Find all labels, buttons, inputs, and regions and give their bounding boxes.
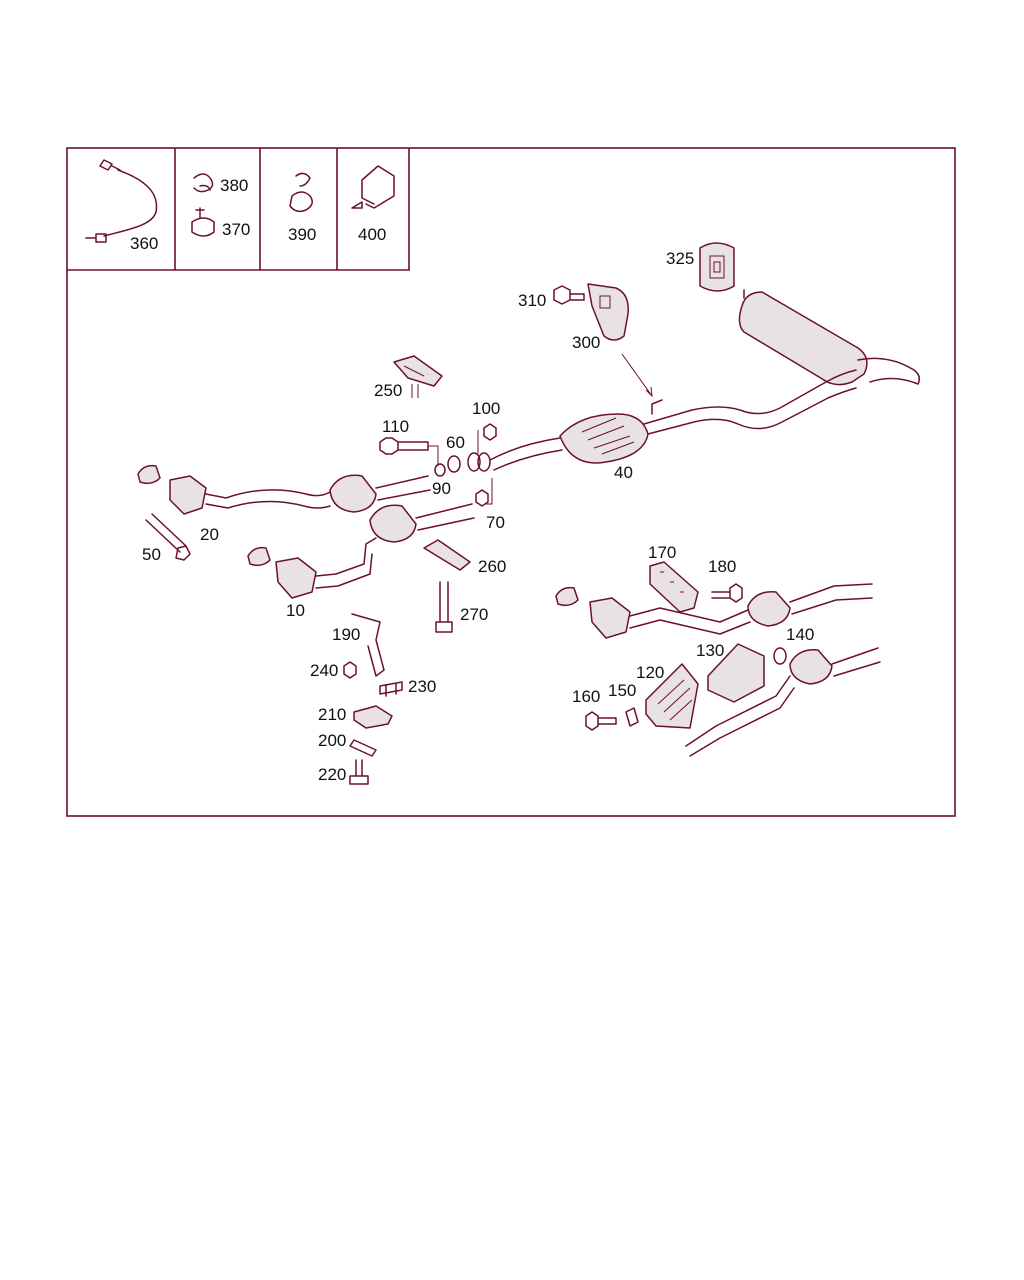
- bracket-260[interactable]: [423, 539, 471, 571]
- washer-plate-200[interactable]: [349, 739, 377, 757]
- callout-400: 400: [358, 225, 386, 244]
- callout-310: 310: [518, 291, 546, 310]
- gasket-90[interactable]: [434, 463, 446, 477]
- callout-200: 200: [318, 731, 346, 750]
- callout-180: 180: [708, 557, 736, 576]
- callout-360: 360: [130, 234, 158, 253]
- rubber-mount-325[interactable]: [699, 242, 735, 292]
- front-pipe-catalyst-10[interactable]: [247, 503, 475, 599]
- callout-390: 390: [288, 225, 316, 244]
- callout-300: 300: [572, 333, 600, 352]
- arrow-300: [621, 353, 653, 398]
- callout-70: 70: [486, 513, 505, 532]
- oxygen-sensor-360[interactable]: [85, 159, 158, 243]
- callout-120: 120: [636, 663, 664, 682]
- heat-shield-120[interactable]: [645, 663, 699, 729]
- bolt-220[interactable]: [349, 759, 369, 785]
- callout-100: 100: [472, 399, 500, 418]
- inset-box-border: [67, 148, 410, 271]
- bolt-310[interactable]: [553, 285, 585, 305]
- bolt-270[interactable]: [435, 581, 453, 633]
- clamp-bracket-210[interactable]: [353, 705, 393, 729]
- callout-110: 110: [382, 417, 409, 436]
- callout-210: 210: [318, 705, 346, 724]
- callout-160: 160: [572, 687, 600, 706]
- callout-240: 240: [310, 661, 338, 680]
- bolt-110[interactable]: [379, 437, 439, 466]
- callout-170: 170: [648, 543, 676, 562]
- callout-220: 220: [318, 765, 346, 784]
- nut-240[interactable]: [343, 661, 357, 679]
- callout-230: 230: [408, 677, 436, 696]
- diagram-frame: [66, 147, 956, 817]
- callout-50: 50: [142, 545, 161, 564]
- clip-nut-370[interactable]: [191, 207, 215, 237]
- nut-70[interactable]: [475, 478, 493, 507]
- callout-60: 60: [446, 433, 465, 452]
- bracket-130[interactable]: [707, 643, 765, 703]
- callout-380: 380: [220, 176, 248, 195]
- rear-muffler[interactable]: [738, 289, 921, 386]
- callout-90: 90: [432, 479, 451, 498]
- hanger-bracket-300[interactable]: [587, 283, 629, 341]
- callout-325: 325: [666, 249, 694, 268]
- callout-20: 20: [200, 525, 219, 544]
- clip-150[interactable]: [625, 707, 639, 727]
- front-pipe-catalyst-20[interactable]: [137, 464, 431, 515]
- nut-100[interactable]: [477, 423, 497, 454]
- callout-190: 190: [332, 625, 360, 644]
- bracket-190[interactable]: [351, 613, 385, 677]
- bracket-170[interactable]: [649, 561, 699, 613]
- callout-10: 10: [286, 601, 305, 620]
- bracket-250[interactable]: [393, 355, 443, 398]
- alternate-pipe-assembly[interactable]: [555, 583, 881, 757]
- callout-140: 140: [786, 625, 814, 644]
- callout-270: 270: [460, 605, 488, 624]
- callout-250: 250: [374, 381, 402, 400]
- clamp-230[interactable]: [379, 681, 403, 697]
- callout-370: 370: [222, 220, 250, 239]
- nut-140[interactable]: [773, 647, 787, 665]
- callout-130: 130: [696, 641, 724, 660]
- bracket-400[interactable]: [351, 165, 395, 209]
- bolt-50[interactable]: [145, 513, 191, 561]
- bolt-160[interactable]: [585, 711, 617, 731]
- main-exhaust-pipe[interactable]: [489, 369, 857, 471]
- callout-40: 40: [614, 463, 633, 482]
- callout-260: 260: [478, 557, 506, 576]
- callout-150: 150: [608, 681, 636, 700]
- clamp-ring-60[interactable]: [447, 452, 491, 473]
- bolt-180[interactable]: [711, 583, 743, 603]
- clamp-390[interactable]: [289, 172, 313, 213]
- center-silencer-40[interactable]: [559, 413, 649, 464]
- clip-380[interactable]: [193, 173, 214, 193]
